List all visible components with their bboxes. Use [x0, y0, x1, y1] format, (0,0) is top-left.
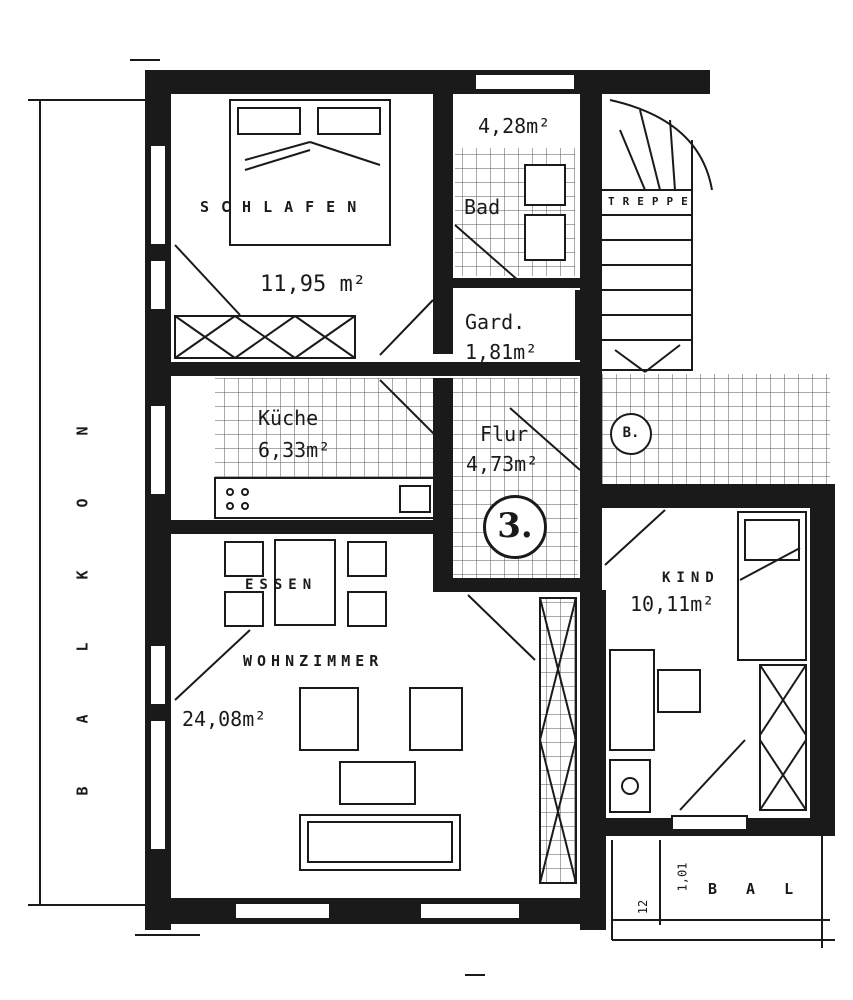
room-label-essen: ESSEN [245, 577, 318, 593]
room-label-treppe: TREPPE [608, 195, 696, 208]
area-kind: 10,11m² [630, 592, 715, 616]
staircase [599, 99, 713, 373]
room-label-kind: KIND [662, 570, 720, 586]
room-label-schlafen: SCHLAFEN [200, 198, 369, 216]
area-schlafen: 11,95 m² [260, 272, 366, 297]
wardrobe [174, 315, 356, 359]
area-wohnzimmer: 24,08m² [182, 707, 267, 731]
windows [149, 73, 748, 920]
area-gard: 1,81m² [465, 340, 538, 364]
corner-marks [130, 59, 485, 976]
room-label-wohnzimmer: WOHNZIMMER [243, 652, 384, 670]
dimension-12: 12 [636, 899, 651, 915]
balkon-letter: B [73, 786, 92, 796]
area-kueche: 6,33m² [258, 438, 331, 462]
area-flur: 4,73m² [466, 452, 539, 476]
area-bad: 4,28m² [478, 114, 551, 138]
bathroom-fixtures [524, 164, 566, 261]
balkon-left-label: N O K L A B [74, 395, 92, 827]
dining-set [224, 539, 387, 627]
balkon-letter: O [73, 498, 92, 508]
apartment-number: 3. [483, 495, 547, 559]
kind-furniture [609, 511, 807, 813]
balkon-bottom-label: B A L [708, 880, 804, 898]
kitchen-counter [214, 477, 438, 519]
balkon-letter: A [73, 714, 92, 724]
balkon-letter: L [73, 642, 92, 652]
balkon-bottom-structure [611, 836, 835, 948]
living-furniture [299, 687, 463, 871]
room-label-kueche: Küche [258, 406, 319, 430]
dimension-101: 1,01 [675, 862, 690, 892]
room-label-bad: Bad [464, 195, 501, 219]
door-swings [174, 224, 801, 811]
balkon-letter: N [73, 426, 92, 436]
cabinet-column [539, 597, 577, 884]
room-label-flur: Flur [480, 422, 529, 446]
balkon-letter: K [73, 570, 92, 580]
balkon-left-dimension [28, 99, 160, 906]
room-label-gard: Gard. [465, 310, 526, 334]
bed [229, 99, 391, 246]
stair-marker: B. [610, 413, 652, 455]
